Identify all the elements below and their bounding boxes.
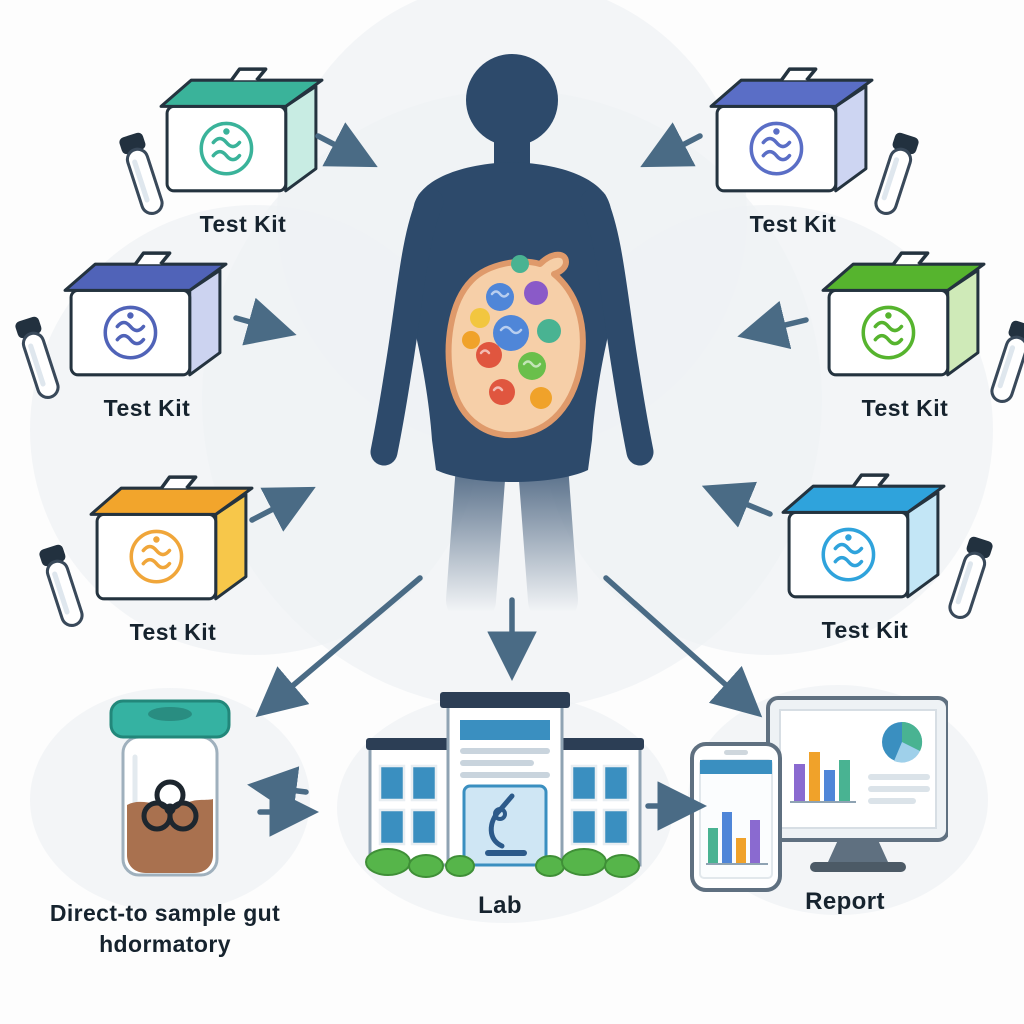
sample-jar	[109, 699, 231, 877]
lab-building-illustration	[365, 692, 644, 878]
test-kit-bottom-left: Test Kit	[68, 470, 278, 646]
lab-building	[365, 692, 644, 878]
test-kit-top-left: Test Kit	[138, 62, 348, 238]
bushes	[365, 848, 640, 878]
microscope-icon	[485, 793, 527, 856]
biohazard-icon	[141, 779, 199, 832]
test-kit-mid-right: Test Kit	[800, 246, 1010, 422]
sample-station-label: Direct-to sample gut hdormatory	[10, 898, 320, 960]
test-kit-label: Test Kit	[129, 619, 217, 645]
test-kit-label: Test Kit	[199, 211, 287, 237]
gut-illustration	[445, 251, 586, 438]
report-station-label: Report	[805, 888, 885, 915]
phone-illustration	[690, 742, 782, 892]
bar-chart-icon	[790, 752, 856, 803]
test-kit-box	[155, 62, 331, 207]
sample-label-line2: hdormatory	[99, 931, 231, 958]
test-kit-box	[59, 246, 235, 391]
sample-label-line1: Direct-to sample gut	[49, 900, 281, 926]
gut-microbes	[462, 255, 561, 409]
bar-chart-icon	[706, 812, 768, 865]
test-kit-box	[817, 246, 993, 391]
monitor-illustration	[766, 696, 948, 872]
pie-chart-icon	[882, 721, 923, 763]
sample-jar-illustration	[109, 699, 231, 877]
test-kit-label: Test Kit	[861, 395, 949, 421]
test-kit-box	[705, 62, 881, 207]
test-kit-box	[85, 470, 261, 615]
report-devices-illustration	[690, 696, 948, 892]
lab-windows	[378, 764, 630, 846]
test-kit-bottom-right: Test Kit	[760, 468, 970, 644]
test-kit-label: Test Kit	[749, 211, 837, 237]
test-kit-mid-left: Test Kit	[42, 246, 252, 422]
test-kit-label: Test Kit	[821, 617, 909, 643]
test-kit-box	[777, 468, 953, 613]
lab-station-label: Lab	[478, 892, 522, 919]
test-kit-top-right: Test Kit	[688, 62, 898, 238]
test-kit-label: Test Kit	[103, 395, 191, 421]
